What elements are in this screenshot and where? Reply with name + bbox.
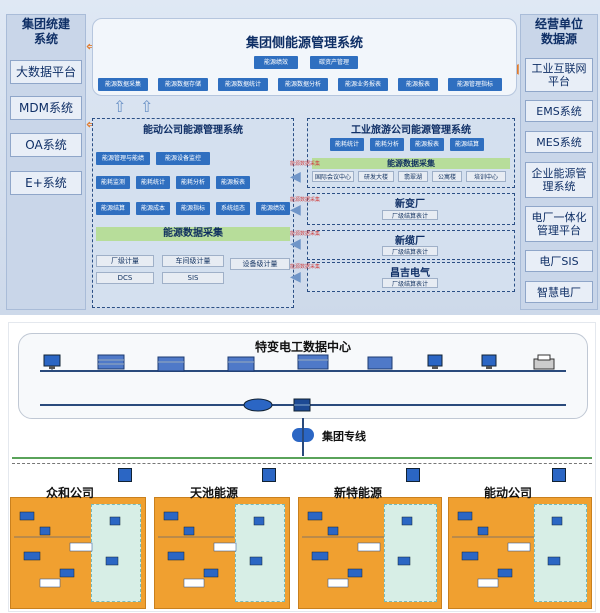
bottom-network-diagram	[8, 322, 596, 612]
btn-carbon-asset[interactable]: 碳资产管理	[310, 56, 358, 69]
box-device-meter: 设备级计量	[230, 258, 290, 270]
btn-ec-index[interactable]: 能源指标	[176, 202, 210, 215]
plant-changji-name: 昌吉电气	[390, 268, 430, 279]
monitor-icon-1	[43, 354, 61, 369]
btn-ec-cost[interactable]: 能源成本	[136, 202, 170, 215]
plant-xinlan-name: 新缆厂	[395, 236, 425, 247]
company-nengdong-name: 能动公司	[484, 486, 533, 500]
btn-energy-index[interactable]: 能源管理指标	[448, 78, 502, 91]
right-item-mes[interactable]: MES系统	[525, 131, 593, 153]
flow-arrow-3: ◀	[290, 236, 301, 252]
company-device-clusters	[14, 511, 563, 588]
plant-xinlan-meter: 厂级结算表计	[382, 246, 438, 256]
btn-data-store[interactable]: 能源数据存储	[158, 78, 208, 91]
company-zhonghe-name: 众和公司	[46, 486, 95, 500]
red-tag-4: 能源数据采集	[290, 264, 321, 270]
left-item-oa[interactable]: OA系统	[10, 133, 82, 157]
btn-ec-performance[interactable]: 能源绩效	[256, 202, 290, 215]
flow-arrow-4: ◀	[290, 269, 301, 285]
company-tianchi-name: 天池能源	[190, 486, 239, 500]
left-item-eplus[interactable]: E+系统	[10, 171, 82, 195]
btn-ec-energy-mgmt[interactable]: 能源管理与能绩	[96, 152, 150, 165]
group-line-green	[12, 457, 592, 459]
box-sis: SIS	[162, 272, 224, 284]
btn-business-report[interactable]: 能源业务报表	[338, 78, 388, 91]
site-lake: 翡翠湖	[398, 171, 428, 182]
right-item-energy-mgmt[interactable]: 企业能源管 理系统	[525, 162, 593, 198]
right-item-smart-plant[interactable]: 智慧电厂	[525, 281, 593, 303]
btn-ec-stats[interactable]: 能耗统计	[136, 176, 170, 189]
btn-ec-settle[interactable]: 能源结算	[96, 202, 130, 215]
btn-data-analysis[interactable]: 能源数据分析	[278, 78, 328, 91]
group-system-title: 集团侧能源管理系统	[245, 36, 363, 51]
btn-tc-report[interactable]: 能源报表	[410, 138, 444, 151]
box-dcs: DCS	[96, 272, 154, 284]
box-workshop-meter: 车间级计量	[162, 255, 224, 267]
monitor-icon-2	[427, 354, 443, 369]
btn-tc-analysis[interactable]: 能耗分析	[370, 138, 404, 151]
data-center-title: 特变电工数据中心	[254, 340, 351, 354]
monitor-icon-3	[481, 354, 497, 369]
box-plant-meter: 厂级计量	[96, 255, 154, 267]
plant-changji-meter: 厂级结算表计	[382, 278, 438, 288]
plant-xinbian-name: 新变厂	[395, 199, 425, 210]
btn-tc-settle[interactable]: 能源结算	[450, 138, 484, 151]
red-tag-3: 能源数据采集	[290, 231, 321, 237]
group-line-dashed	[12, 463, 592, 464]
left-panel-title: 集团统建 系统	[21, 17, 70, 46]
right-item-ems[interactable]: EMS系统	[525, 100, 593, 122]
flow-arrow-2: ◀	[290, 202, 301, 218]
firewall-icon	[293, 398, 311, 412]
ec-data-collect-bar: 能源数据采集	[96, 227, 290, 241]
btn-ec-monitor[interactable]: 能耗监测	[96, 176, 130, 189]
btn-ec-report[interactable]: 能源报表	[216, 176, 250, 189]
switch-icon-3	[406, 468, 420, 482]
site-conference: 国际会议中心	[312, 171, 354, 182]
printer-icon	[533, 354, 555, 370]
red-tag-1: 能源数据采集	[290, 161, 321, 167]
plant-xinbian-meter: 厂级结算表计	[382, 210, 438, 220]
energy-company-title: 能动公司能源管理系统	[143, 125, 243, 136]
switch-icon-4	[552, 468, 566, 482]
mini-server-icon	[19, 511, 35, 521]
red-tag-2: 能源数据采集	[290, 197, 321, 203]
router-icon	[243, 398, 273, 412]
btn-data-stats[interactable]: 能源数据统计	[218, 78, 268, 91]
right-item-plant-platform[interactable]: 电厂一体化 管理平台	[525, 206, 593, 242]
left-item-mdm[interactable]: MDM系统	[10, 96, 82, 120]
network-label: 集团专线	[322, 430, 366, 443]
right-item-iiot[interactable]: 工业互联网 平台	[525, 58, 593, 92]
vertical-link	[302, 418, 304, 456]
up-arrow-2: ⇧	[140, 97, 154, 116]
server-icon-3	[227, 356, 255, 372]
btn-energy-performance[interactable]: 能源绩效	[254, 56, 298, 69]
left-item-bigdata[interactable]: 大数据平台	[10, 60, 82, 84]
left-panel-group-systems: 集团统建 系统	[6, 14, 86, 310]
server-icon-1	[97, 354, 125, 370]
switch-icon-1	[118, 468, 132, 482]
btn-ec-analysis[interactable]: 能耗分析	[176, 176, 210, 189]
btn-data-collect[interactable]: 能源数据采集	[98, 78, 148, 91]
site-training: 培训中心	[466, 171, 506, 182]
server-icon-2	[157, 356, 185, 372]
right-item-plant-sis[interactable]: 电厂SIS	[525, 250, 593, 272]
site-rnd: 研发大楼	[358, 171, 394, 182]
flow-arrow-1: ◀	[290, 169, 301, 185]
site-apartment: 公寓楼	[432, 171, 462, 182]
btn-ec-config[interactable]: 系统组态	[216, 202, 250, 215]
server-icon-5	[367, 356, 393, 370]
btn-energy-report[interactable]: 能源报表	[398, 78, 438, 91]
company-xinte-name: 新特能源	[334, 486, 383, 500]
right-panel-title: 经营单位 数据源	[534, 17, 583, 46]
btn-ec-device-monitor[interactable]: 能源设备监控	[156, 152, 210, 165]
btn-tc-stats[interactable]: 能耗统计	[330, 138, 364, 151]
tourism-company-title: 工业旅游公司能源管理系统	[351, 125, 471, 136]
tc-data-collect-bar: 能源数据采集	[312, 158, 510, 169]
mini-panel-icon	[69, 542, 93, 552]
server-icon-4	[297, 354, 329, 370]
up-arrow-1: ⇧	[113, 97, 127, 116]
switch-icon-2	[262, 468, 276, 482]
data-center-devices	[40, 354, 566, 412]
